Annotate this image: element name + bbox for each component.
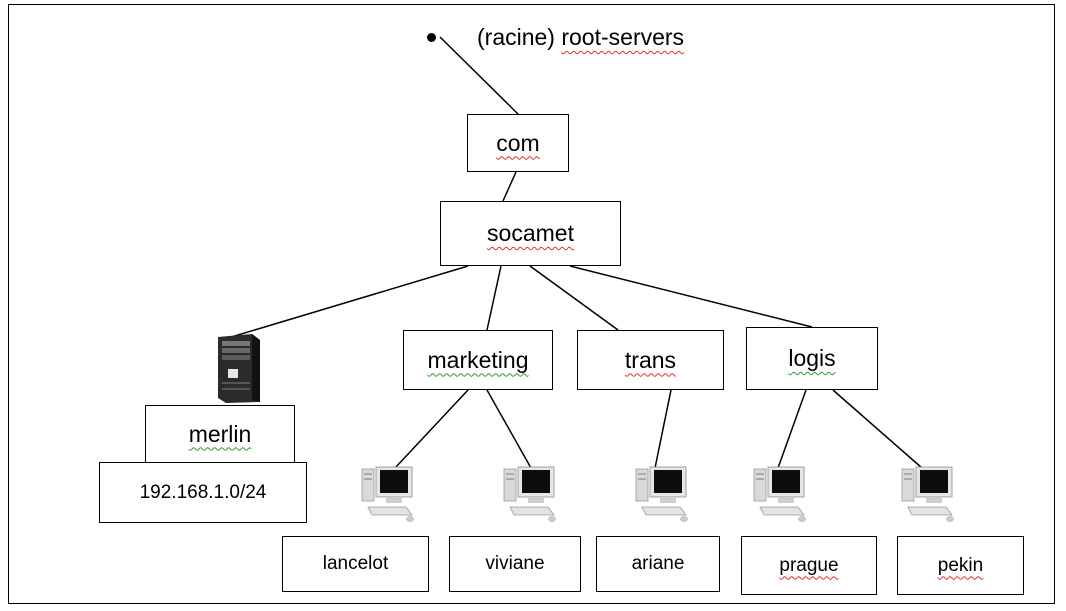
host-label: viviane [485,553,545,574]
desktop-computer-icon [753,466,806,522]
host-prague: prague [741,536,877,595]
node-com-label: com [496,129,540,156]
desktop-computer-icon [503,466,556,522]
node-merlin-label: merlin [188,420,252,447]
node-network-label: 192.168.1.0/24 [139,481,267,503]
node-logis: logis [746,327,878,390]
node-merlin: merlin [145,405,295,463]
node-com: com [467,114,569,172]
desktop-computer-icon [635,466,688,522]
desktop-computer-icon [361,466,414,522]
edge-logis-prague [777,389,807,469]
host-label: prague [779,554,839,576]
edge-root-com [439,36,519,115]
edge-socamet-logis [569,265,813,328]
edge-marketing-viviane [486,389,532,469]
host-label: ariane [631,553,685,574]
root-dot [427,33,436,42]
edge-socamet-trans [529,265,619,331]
host-viviane: viviane [449,536,581,592]
node-logis-label: logis [788,345,836,371]
edge-socamet-marketing [486,265,502,331]
edge-socamet-merlin [227,265,469,339]
root-label-word: root-servers [561,24,685,50]
edge-com-socamet [502,171,517,202]
edge-trans-ariane [654,389,672,469]
host-pekin: pekin [897,536,1024,595]
root-label-prefix: (racine) [477,24,562,50]
host-label: pekin [937,554,984,576]
edge-logis-pekin [832,389,923,469]
node-socamet: socamet [440,201,621,266]
node-trans-label: trans [624,346,677,373]
desktop-computer-icon [901,466,954,522]
node-socamet-label: socamet [487,220,574,246]
host-lancelot: lancelot [282,536,429,592]
server-tower-icon [218,334,260,403]
root-label: (racine) root-servers [477,24,684,51]
node-marketing-label: marketing [427,346,529,373]
node-network: 192.168.1.0/24 [99,462,307,523]
node-marketing: marketing [403,330,553,390]
edge-marketing-lancelot [394,389,469,469]
host-ariane: ariane [596,536,720,592]
node-trans: trans [577,330,724,390]
host-label: lancelot [322,553,389,574]
